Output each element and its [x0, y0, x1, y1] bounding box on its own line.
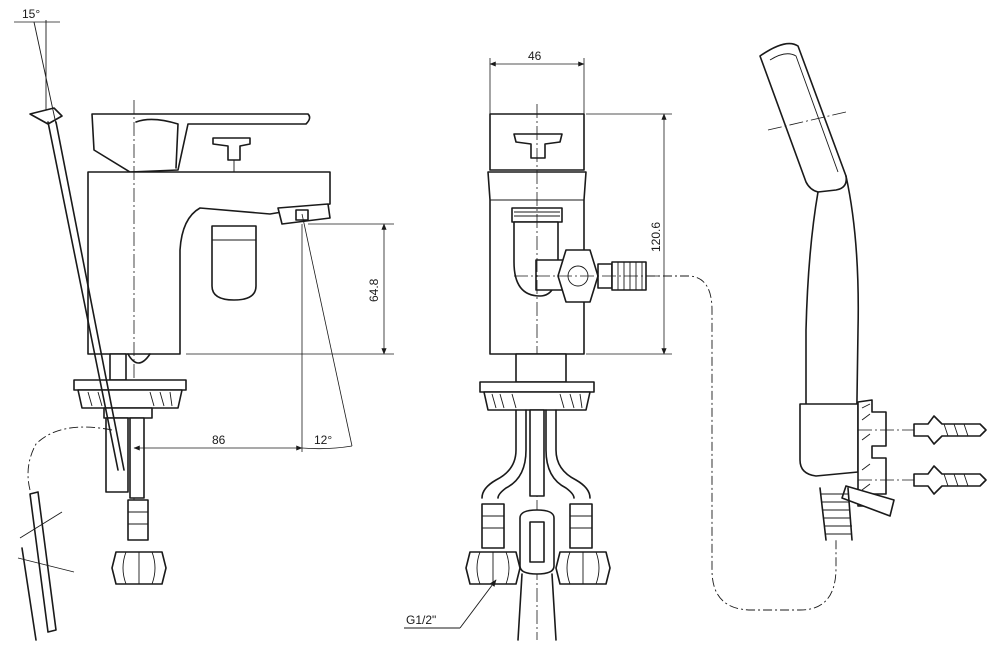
mixer-body [87, 171, 331, 355]
label-angle-spout: 12° [314, 433, 332, 447]
label-thread-size: G1/2" [406, 613, 436, 627]
shower-hose [646, 275, 837, 611]
label-angle-lever: 15° [22, 7, 40, 21]
side-view: 15° 64.8 86 12° [14, 7, 394, 641]
deck-plate [73, 379, 187, 391]
front-diverter-knob [513, 133, 563, 159]
label-width-body: 46 [528, 49, 542, 63]
lever-handle [91, 113, 311, 173]
popup-linkage [29, 491, 57, 633]
wall-anchor-1 [913, 415, 987, 445]
front-deck-plate [479, 381, 595, 393]
label-height-spout: 64.8 [367, 278, 381, 302]
wall-bracket [799, 403, 859, 477]
popup-knob [29, 107, 63, 125]
front-view: 46 120.6 G1/2" [404, 49, 672, 641]
diverter-knob [212, 137, 251, 161]
label-height-body: 120.6 [649, 222, 663, 252]
shower-head [759, 42, 848, 193]
wall-anchor-2 [913, 465, 987, 495]
label-reach-spout: 86 [212, 433, 226, 447]
hand-shower [759, 42, 987, 541]
shower-outlet [211, 225, 257, 301]
